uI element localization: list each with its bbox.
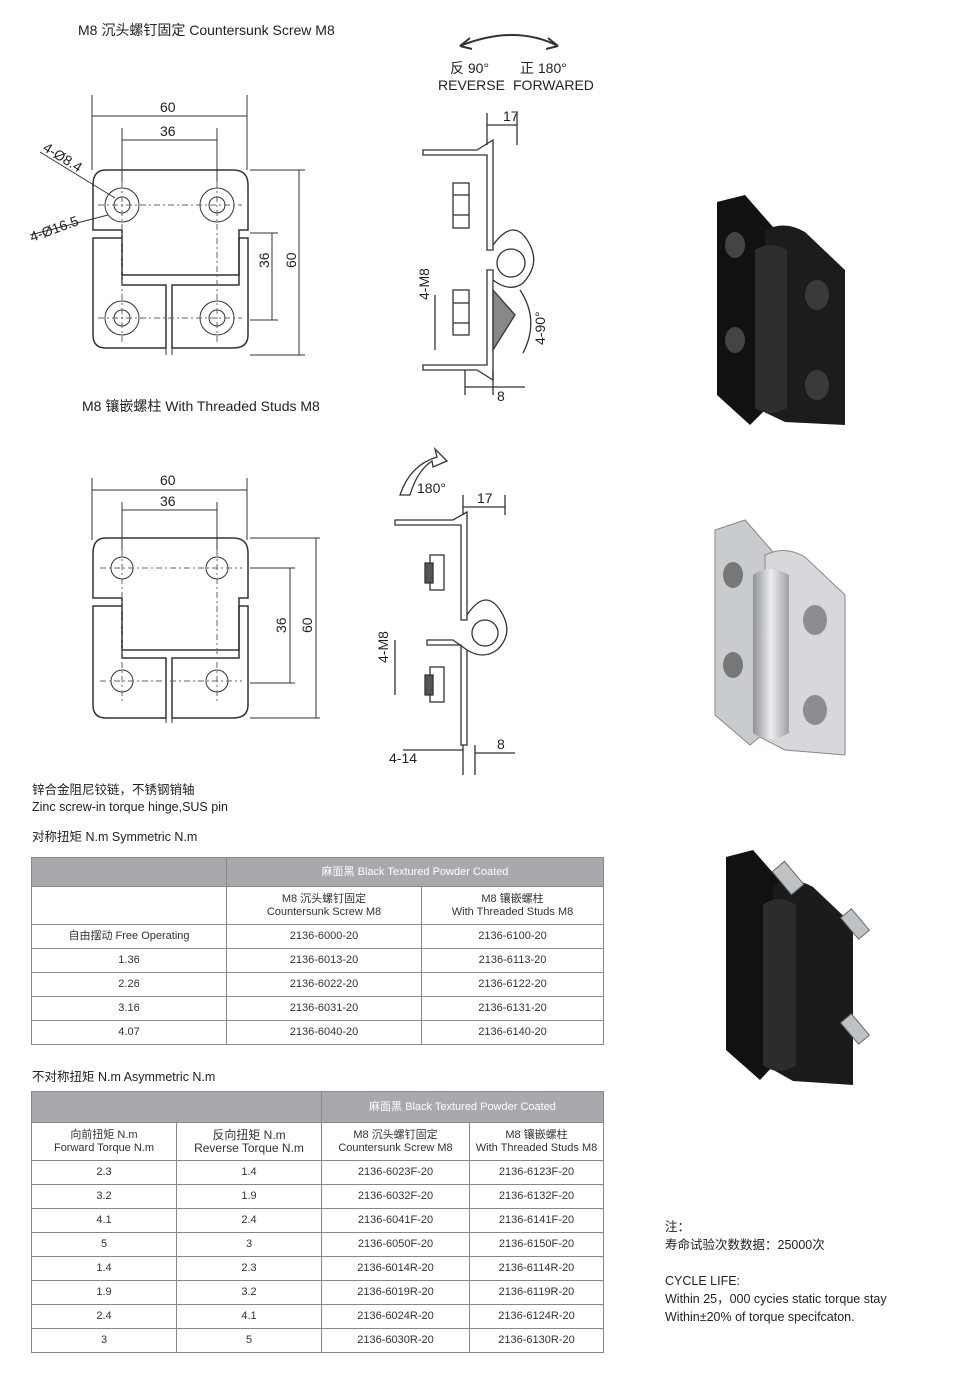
- side2-d14: 4-14: [389, 750, 417, 766]
- notes-cycle-line1: Within 25，000 cycies static torque stay: [665, 1292, 887, 1306]
- side2-m8: 4-M8: [375, 631, 391, 663]
- hinge-photo-black: [717, 195, 845, 425]
- asym-title: 不对称扭矩 N.m Asymmetric N.m: [32, 1070, 216, 1084]
- rotation-indicator: 反 90° REVERSE 正 180° FORWARED: [438, 34, 594, 93]
- hinge-photo-silver: [714, 519, 846, 756]
- sym-corner: [31, 857, 227, 887]
- hinge-photo-studs: [726, 850, 871, 1085]
- dim-36: 36: [160, 123, 176, 139]
- side-view-countersunk: 17 4-M8 4-90° 8: [416, 108, 548, 404]
- description-cn: 锌合金阻尼铰链，不锈钢销轴: [32, 783, 195, 797]
- side-d8: 8: [497, 388, 505, 404]
- front-view-countersunk: 60 36 36 60 4-Ø8.4 4-Ø16.5: [28, 95, 305, 356]
- symmetric-table: 麻面黑 Black Textured Powder Coated M8 沉头螺钉…: [31, 857, 604, 1045]
- dim-h60: 60: [283, 252, 299, 268]
- dim2-h60: 60: [299, 617, 315, 633]
- dim-hole-big: 4-Ø16.5: [28, 212, 81, 244]
- dim-60: 60: [160, 99, 176, 115]
- notes-block: 注： 寿命试验次数数据：25000次 CYCLE LIFE: Within 25…: [665, 1218, 887, 1326]
- reverse-en: REVERSE: [438, 77, 505, 93]
- notes-cycle-line2: Within±20% of torque specifcaton.: [665, 1310, 855, 1324]
- dim-hole-small: 4-Ø8.4: [40, 139, 85, 175]
- side2-d17: 17: [477, 490, 493, 506]
- section2-title: M8 镶嵌螺柱 With Threaded Studs M8: [82, 398, 320, 414]
- dim2-60: 60: [160, 472, 176, 488]
- asym-corner: [31, 1091, 322, 1123]
- sym-finish-header: 麻面黑 Black Textured Powder Coated: [226, 857, 604, 887]
- side-angle: 4-90°: [532, 311, 548, 345]
- reverse-cn: 反 90°: [450, 60, 489, 76]
- notes-life-cn: 寿命试验次数数据：25000次: [665, 1238, 825, 1252]
- dim-h36: 36: [256, 252, 272, 268]
- forward-en: FORWARED: [513, 77, 594, 93]
- asym-finish-header: 麻面黑 Black Textured Powder Coated: [321, 1091, 604, 1123]
- asymmetric-table: 麻面黑 Black Textured Powder Coated 向前扭矩 N.…: [31, 1091, 604, 1353]
- dim2-h36: 36: [273, 617, 289, 633]
- sym-title: 对称扭矩 N.m Symmetric N.m: [32, 830, 198, 844]
- forward-cn: 正 180°: [520, 60, 567, 76]
- rotate-arrow-icon: [399, 446, 449, 496]
- side2-rot: 180°: [417, 480, 446, 496]
- notes-cycle-title: CYCLE LIFE:: [665, 1274, 741, 1288]
- side-d17: 17: [503, 108, 519, 124]
- front-view-studs: 60 36 36 60: [91, 472, 320, 723]
- dim2-36: 36: [160, 493, 176, 509]
- side2-d8: 8: [497, 736, 505, 752]
- notes-label: 注：: [665, 1220, 691, 1234]
- sym-header-blank: [31, 886, 227, 925]
- side-view-studs: 180° 17 4-M8 4-14 8: [375, 446, 515, 775]
- side-m8: 4-M8: [416, 268, 432, 300]
- description-en: Zinc screw-in torque hinge,SUS pin: [32, 800, 228, 814]
- section1-title: M8 沉头螺钉固定 Countersunk Screw M8: [78, 22, 335, 38]
- product-description: 锌合金阻尼铰链，不锈钢销轴 Zinc screw-in torque hinge…: [32, 782, 228, 816]
